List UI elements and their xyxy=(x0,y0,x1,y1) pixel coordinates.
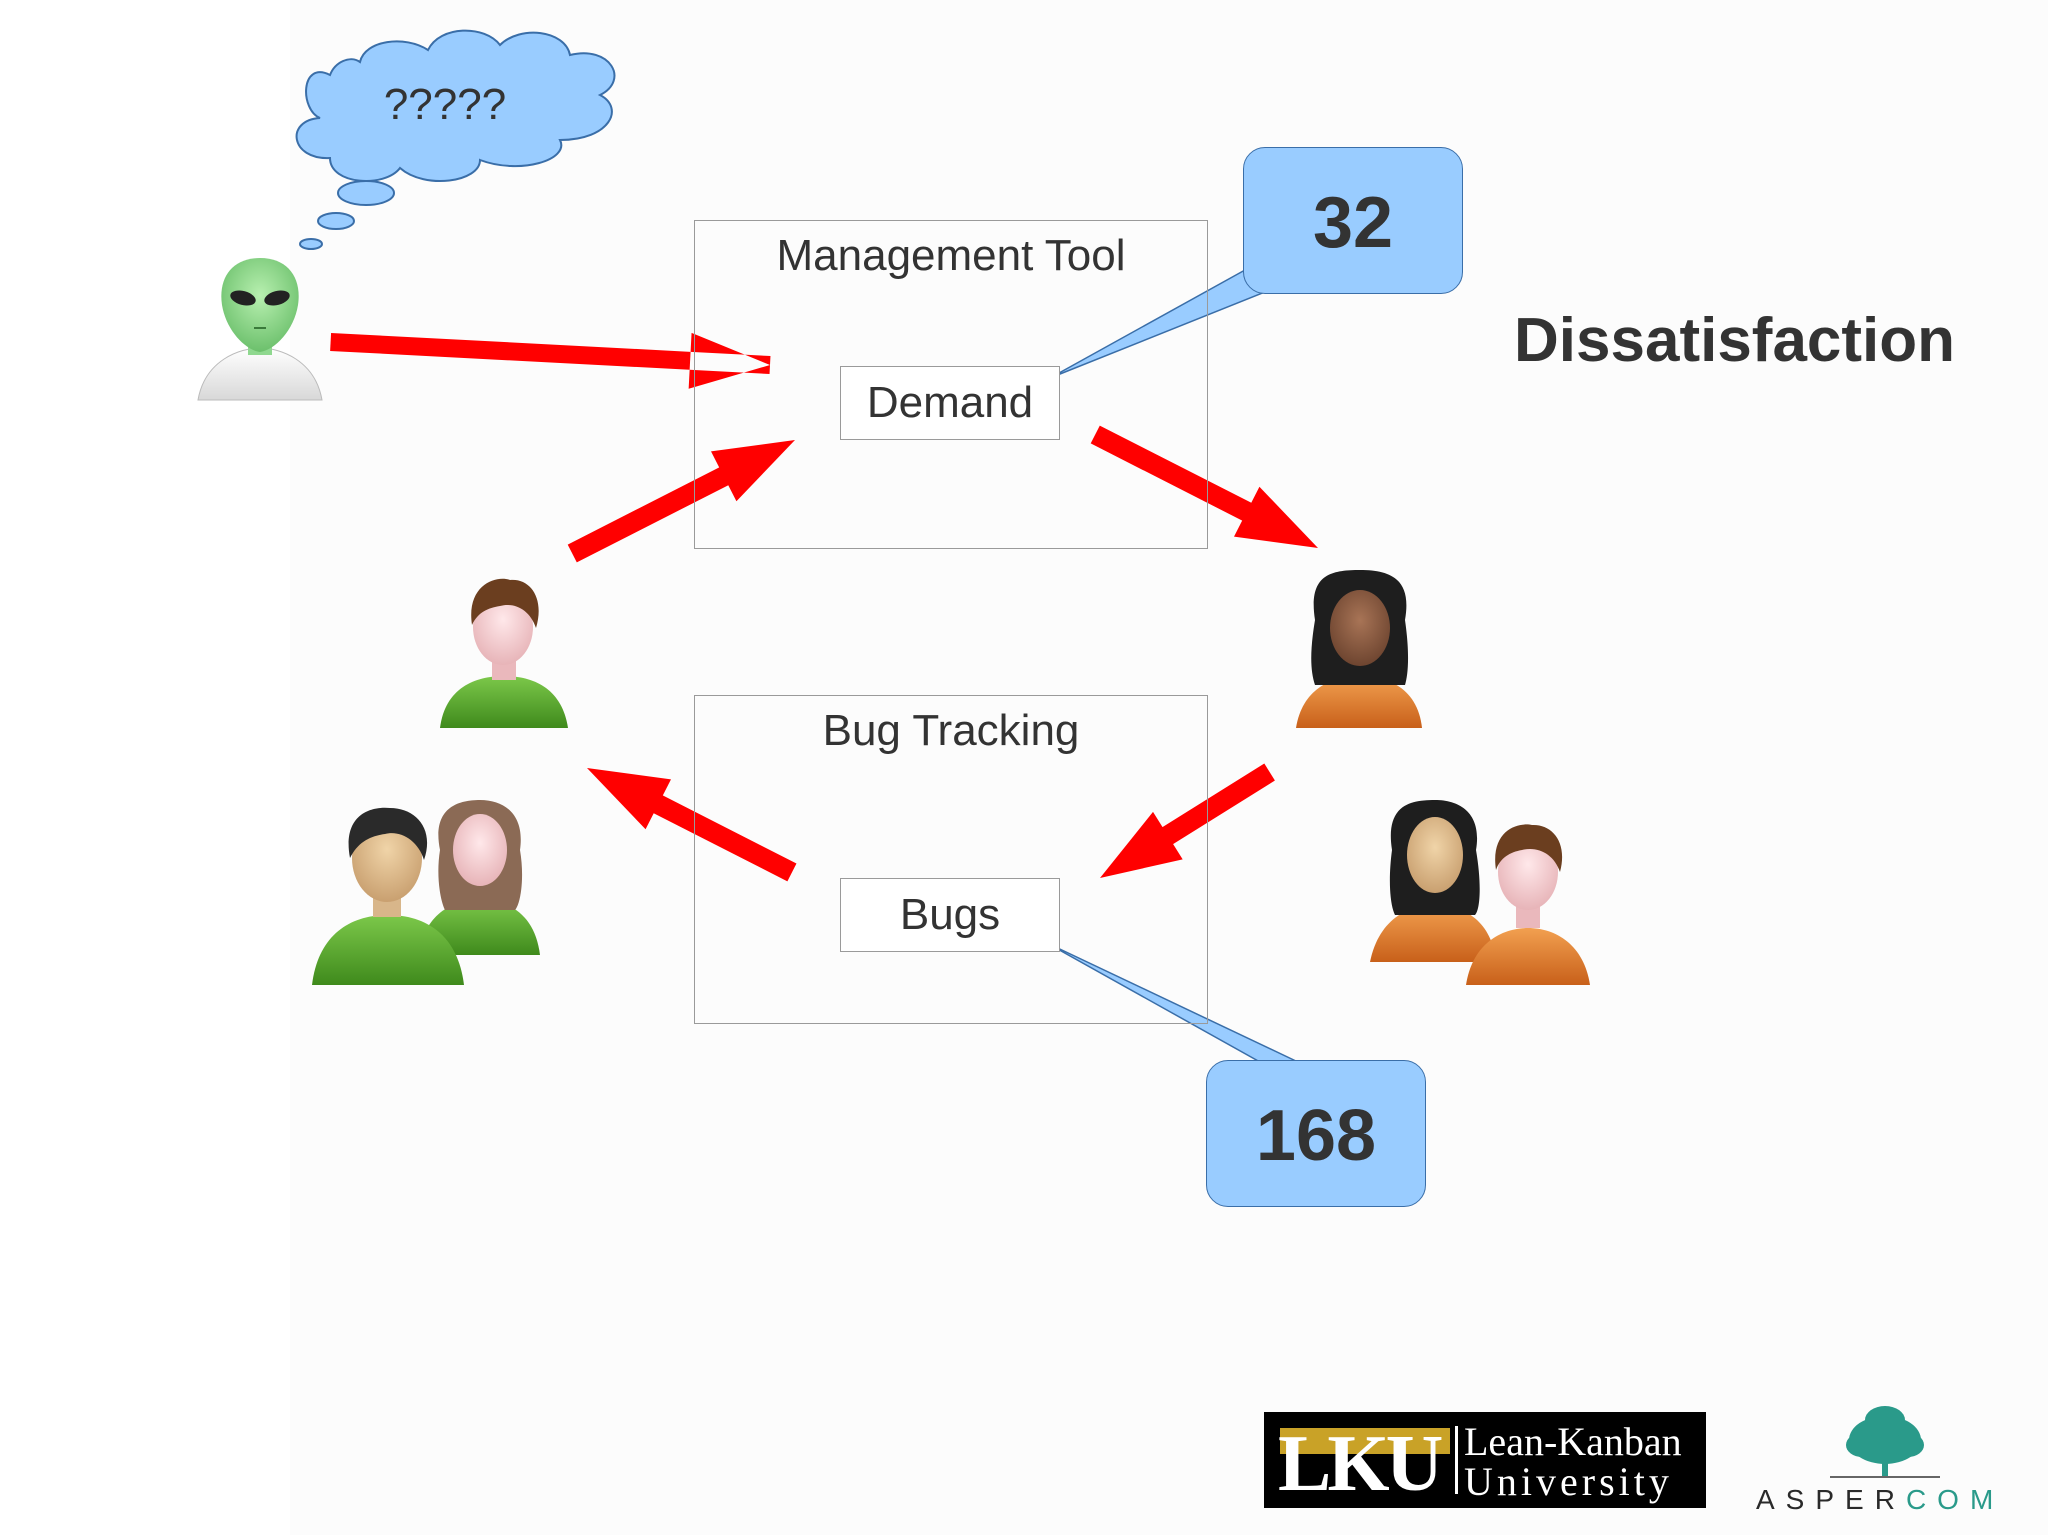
aspercom-part2: COM xyxy=(1905,1484,2005,1515)
lku-gold-bar xyxy=(1280,1428,1450,1454)
demand-count-callout: 32 xyxy=(1243,147,1463,294)
thought-text: ????? xyxy=(383,80,507,129)
flow-arrows xyxy=(330,332,1318,882)
thought-bubble xyxy=(295,29,616,250)
customer-icon xyxy=(440,578,568,728)
slide-background xyxy=(290,0,2048,1535)
bug-tracking-box: Bug Tracking xyxy=(694,695,1208,1024)
lku-logo: LKU Lean-Kanban University xyxy=(1264,1412,1706,1508)
developer-group-icon xyxy=(1370,800,1590,985)
bug-tracking-title: Bug Tracking xyxy=(822,706,1080,755)
alien-user-icon xyxy=(197,258,323,401)
developer-icon xyxy=(1296,570,1422,728)
lku-letters: LKU xyxy=(1278,1420,1443,1508)
bugs-count: 168 xyxy=(1255,1096,1377,1176)
arrow-customer-to-demand xyxy=(567,440,795,563)
management-tool-title: Management Tool xyxy=(776,231,1126,280)
management-tool-box: Management Tool xyxy=(694,220,1208,549)
arrow-developer-to-bugs xyxy=(1100,763,1275,878)
arrow-alien-to-demand xyxy=(330,332,771,389)
arrow-bugs-to-customer xyxy=(587,768,797,882)
aspercom-logo xyxy=(1830,1406,1940,1478)
aspercom-part1: ASPER xyxy=(1756,1484,1906,1515)
lku-divider xyxy=(1455,1426,1458,1494)
bugs-box: Bugs xyxy=(840,878,1060,952)
demand-count: 32 xyxy=(1312,183,1394,263)
demand-box: Demand xyxy=(840,366,1060,440)
lku-line1: Lean-Kanban xyxy=(1464,1419,1682,1464)
arrow-demand-to-developer xyxy=(1090,425,1318,548)
bugs-count-callout: 168 xyxy=(1206,1060,1426,1207)
customer-group-icon xyxy=(312,800,540,985)
lku-line2: University xyxy=(1464,1459,1673,1504)
dissatisfaction-heading: Dissatisfaction xyxy=(1514,306,1956,375)
aspercom-wordmark: ASPERCOM xyxy=(1756,1484,2004,1516)
